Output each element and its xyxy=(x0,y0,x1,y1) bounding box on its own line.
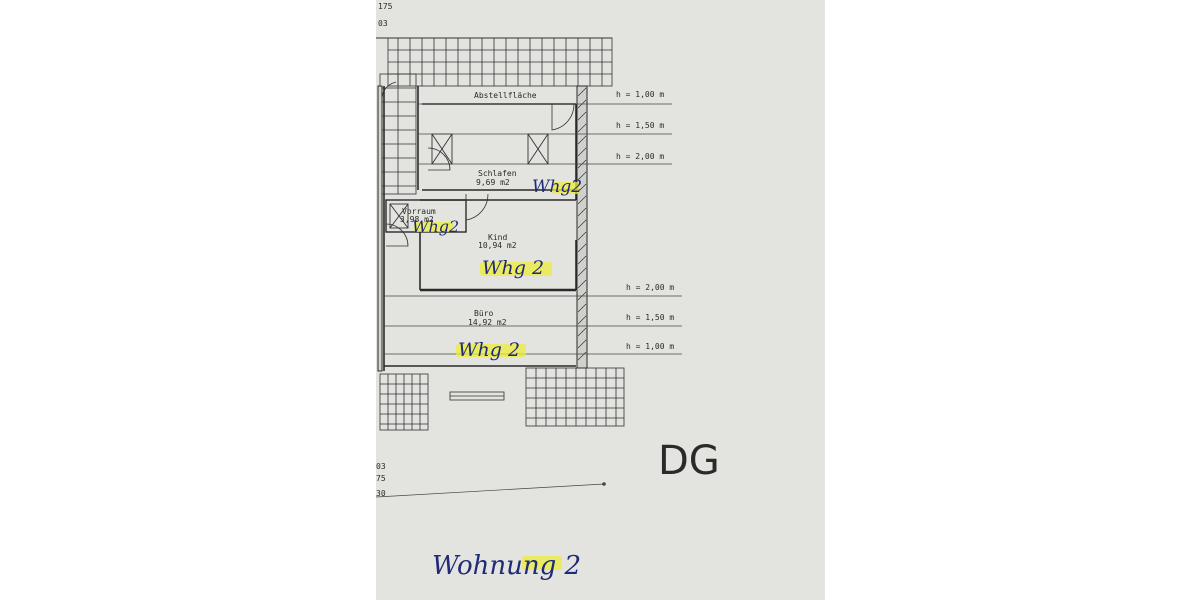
room-schlafen-name: Schlafen xyxy=(478,169,517,178)
walls xyxy=(377,85,588,372)
apartment-label: Wohnung 2 xyxy=(432,551,581,581)
height-label-6: h = 1,00 m xyxy=(626,342,674,351)
height-label-4: h = 2,00 m xyxy=(626,283,674,292)
height-lines xyxy=(384,103,682,355)
roof-hatch-top xyxy=(387,37,613,87)
room-buero-name: Büro xyxy=(474,309,493,318)
handwritten-tag-vorraum: Whg2 xyxy=(412,217,459,236)
room-vorraum-area: 3,98 m2 xyxy=(400,215,434,224)
margin-number-bottom-3: 30 xyxy=(376,489,386,498)
room-kind-area: 10,94 m2 xyxy=(478,241,517,250)
room-kind-name: Kind xyxy=(488,233,507,242)
floor-plan-photo: 175 03 03 75 30 xyxy=(376,0,825,600)
highlight-buero xyxy=(456,344,526,357)
height-label-2: h = 1,50 m xyxy=(616,121,664,130)
handwritten-tag-buero: Whg 2 xyxy=(458,339,520,361)
height-label-5: h = 1,50 m xyxy=(626,313,674,322)
room-schlafen-area: 9,69 m2 xyxy=(476,178,510,187)
floor-plan-drawing: 175 03 03 75 30 xyxy=(376,2,720,581)
dimension-line xyxy=(376,483,605,498)
dimension-line-end xyxy=(602,482,606,486)
room-abstellflaeche-label: Abstellfläche xyxy=(474,91,537,100)
margin-number-bottom-1: 03 xyxy=(376,462,386,471)
highlight-vorraum xyxy=(414,222,454,232)
margin-number-top-2: 03 xyxy=(378,19,388,28)
room-buero-area: 14,92 m2 xyxy=(468,318,507,327)
roof-hatch-bottom xyxy=(379,367,625,431)
height-label-1: h = 1,00 m xyxy=(616,90,664,99)
highlight-wohnung xyxy=(522,556,562,570)
floor-label: DG xyxy=(658,438,720,484)
handwritten-tag-kind: Whg 2 xyxy=(482,257,544,279)
room-vorraum-name: Vorraum xyxy=(402,207,436,216)
margin-number-top-1: 175 xyxy=(378,2,393,11)
staircase xyxy=(379,73,417,195)
highlight-kind xyxy=(480,262,552,276)
handwritten-tag-schlafen: Whg2 xyxy=(532,177,582,197)
highlight-schlafen xyxy=(552,182,580,194)
height-label-3: h = 2,00 m xyxy=(616,152,664,161)
margin-number-bottom-2: 75 xyxy=(376,474,386,483)
